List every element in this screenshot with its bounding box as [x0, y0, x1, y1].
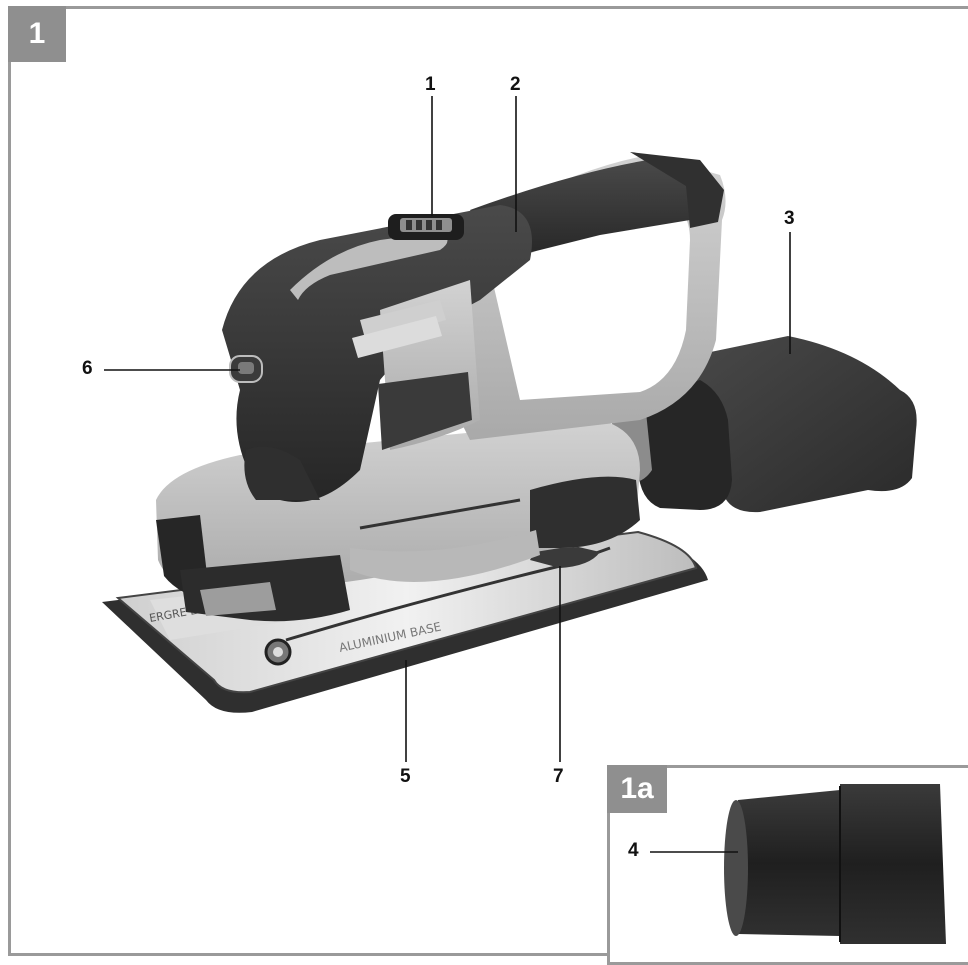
- indicator-light: [229, 355, 263, 383]
- sander-illustration: ERGRE·EASY ALUMINIUM BASE: [102, 96, 917, 762]
- motor-head: [222, 205, 532, 502]
- inset-label: 1a: [607, 765, 667, 813]
- callout-1: 1: [425, 74, 436, 95]
- callout-6: 6: [82, 358, 93, 379]
- on-off-switch: [388, 214, 464, 240]
- dust-adapter: [724, 784, 946, 944]
- callout-4: 4: [628, 840, 639, 861]
- callout-2: 2: [510, 74, 521, 95]
- callout-5: 5: [400, 766, 411, 787]
- callout-3: 3: [784, 208, 795, 229]
- adapter-illustration: [650, 784, 946, 944]
- callout-7: 7: [553, 766, 564, 787]
- figure-label: 1: [8, 6, 66, 62]
